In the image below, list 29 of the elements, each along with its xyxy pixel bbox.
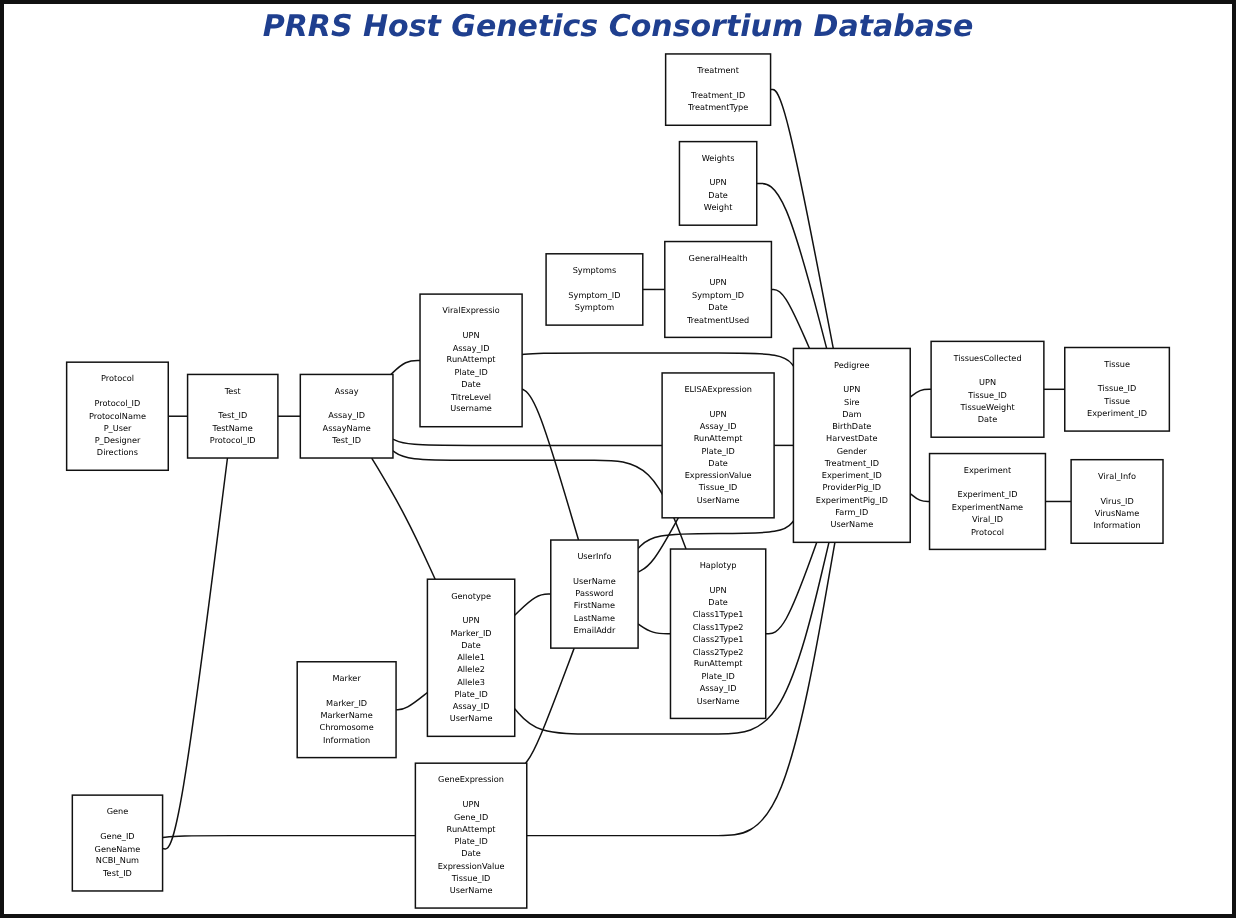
connector [773, 444, 795, 447]
connector [637, 520, 795, 550]
connector [514, 593, 552, 616]
connector [756, 182, 828, 350]
connector [637, 623, 672, 635]
diagram-title: PRRS Host Genetics Consortium Database [260, 6, 976, 48]
connector [526, 541, 836, 837]
connector [277, 415, 302, 417]
connector [524, 647, 575, 764]
connector [392, 450, 687, 550]
connector [395, 691, 429, 711]
connector [765, 541, 818, 635]
connector [370, 457, 436, 580]
connector [909, 492, 931, 503]
connector [642, 288, 666, 291]
connector [514, 541, 830, 735]
connector [769, 88, 834, 350]
connector [167, 415, 189, 417]
connector [909, 388, 932, 398]
connector [1043, 388, 1066, 391]
connector [521, 388, 580, 541]
connector [770, 288, 811, 350]
connector [161, 457, 229, 850]
connector [390, 359, 421, 376]
connector [637, 517, 680, 573]
connector [521, 352, 795, 367]
connector [161, 834, 417, 839]
connector [1044, 500, 1072, 503]
connector [392, 438, 663, 447]
